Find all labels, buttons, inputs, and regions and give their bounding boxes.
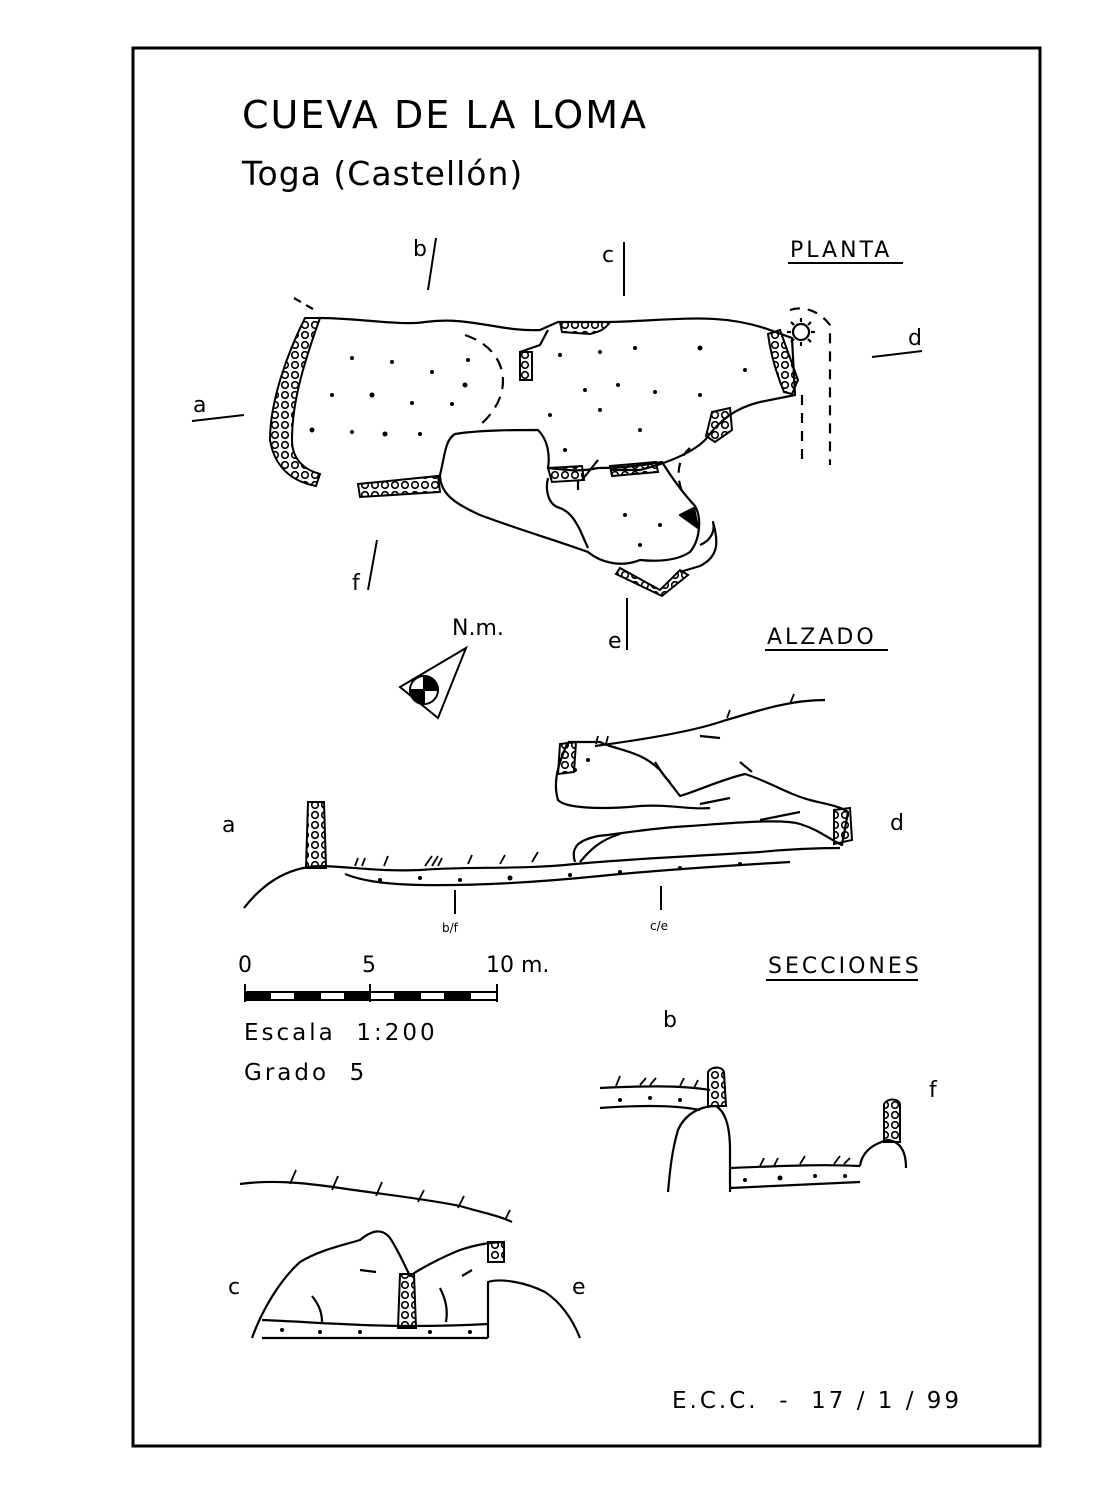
section-bf-floor-lower <box>729 1180 861 1190</box>
elevation-crack-2 <box>739 761 753 773</box>
plan-south-rubble-wall <box>356 474 442 499</box>
plan-mark-c: c <box>602 243 614 268</box>
plan-sinkhole-symbol <box>791 322 811 342</box>
section-ce-crack-3 <box>359 1268 377 1274</box>
plan-heading: PLANTA <box>790 238 892 263</box>
section-mark-f: f <box>929 1078 938 1103</box>
plan-mark-d: d <box>908 326 922 351</box>
elevation-rubble-upper <box>556 740 578 776</box>
elevation-floor-dots <box>378 758 742 882</box>
section-bf-rubble <box>707 1066 901 1143</box>
scale-tick-0: 0 <box>238 953 252 978</box>
elevation-mark-ce: c/e <box>650 919 668 933</box>
section-ce-rock-left <box>250 1230 506 1339</box>
elevation-hill-surface <box>594 698 826 748</box>
section-ce-crack-1 <box>311 1295 324 1323</box>
section-ce-floor <box>261 1318 489 1328</box>
elevation-heading: ALZADO <box>767 625 877 650</box>
elevation-crack-1 <box>654 761 671 783</box>
cut-line-b <box>427 237 437 291</box>
elevation-crack-5 <box>699 734 721 740</box>
section-bf-dots <box>618 1096 847 1182</box>
elevation-ground-surface <box>243 846 841 909</box>
section-mark-b: b <box>663 1008 677 1033</box>
section-bf-upper-ground-lower <box>599 1104 701 1112</box>
north-label: N.m. <box>452 616 504 641</box>
section-ce-crack-4 <box>461 1269 473 1277</box>
plan-mark-e: e <box>608 629 622 654</box>
section-mark-c: c <box>228 1275 240 1300</box>
plan-north-rubble-block <box>558 321 612 336</box>
plan-rubble-walls <box>268 317 800 598</box>
section-ce-rubble <box>396 1241 505 1329</box>
plan-inner-rubble-2 <box>546 464 586 484</box>
cut-line-f <box>367 539 378 591</box>
plan-sinkhole-rays <box>787 318 815 346</box>
north-arrow-icon <box>398 645 469 720</box>
cut-line-a <box>191 414 245 422</box>
plan-passage-marker <box>576 459 599 490</box>
section-ce-dots <box>280 1328 472 1334</box>
cave-location: Toga (Castellón) <box>241 154 523 193</box>
scale-ratio: Escala 1:200 <box>244 1020 438 1046</box>
plan-pillar-rubble <box>519 351 533 381</box>
plan-chamber-notch <box>519 329 549 354</box>
elevation-rock-mass-lower <box>554 741 711 810</box>
section-bf-upper-ground <box>599 1085 711 1092</box>
sections-heading: SECCIONES <box>768 954 922 979</box>
plan-dashed-entrance-east <box>789 307 832 465</box>
plan-dashed-entrance-west <box>293 297 319 313</box>
plan-floor-dots <box>309 345 747 547</box>
plan-east-extension <box>679 520 718 574</box>
plan-east-rubble-wall <box>766 328 800 396</box>
elevation-cave-floor <box>344 860 791 887</box>
elevation-crack-4 <box>759 810 801 822</box>
plan-inner-rubble-4 <box>614 566 690 598</box>
elevation-view <box>243 698 850 909</box>
section-b-f <box>599 1085 908 1193</box>
elevation-crack-3 <box>699 796 731 806</box>
elevation-mark-bf: b/f <box>442 921 459 935</box>
cave-name: CUEVA DE LA LOMA <box>242 93 648 137</box>
section-bf-rock-pillar <box>666 1104 732 1193</box>
plan-dashed-drip-line-1 <box>464 333 505 426</box>
survey-credit: E.C.C. - 17 / 1 / 99 <box>672 1388 962 1414</box>
section-mark-e: e <box>572 1275 586 1300</box>
section-ce-crack-2 <box>439 1287 448 1323</box>
elevation-rubble-column <box>304 801 328 869</box>
plan-mark-f: f <box>352 571 361 596</box>
plan-mark-a: a <box>193 393 206 418</box>
section-ce-vegetation <box>289 1169 511 1221</box>
elevation-rubble <box>304 740 854 869</box>
sheet-frame <box>131 46 1042 1448</box>
plan-inner-passage <box>545 477 590 549</box>
section-ce-surface <box>239 1180 513 1223</box>
scale-bar <box>244 984 498 1002</box>
plan-inner-rubble-3 <box>608 460 660 478</box>
elevation-mark-d: d <box>890 811 904 836</box>
plan-rock-block <box>678 506 700 530</box>
elevation-mark-a: a <box>222 813 235 838</box>
survey-grade: Grado 5 <box>244 1060 367 1086</box>
cut-line-d <box>871 350 923 358</box>
plan-lower-chamber-outline <box>438 428 701 565</box>
section-bf-east-rock <box>858 1138 908 1169</box>
section-ce-rock-right <box>486 1279 582 1339</box>
plan-dashed-drip-line-2 <box>677 447 691 497</box>
plan-inner-rubble-1 <box>704 406 734 444</box>
scale-tick-10: 10 m. <box>486 953 549 978</box>
section-bf-floor <box>729 1164 861 1170</box>
section-bf-vegetation <box>615 1075 851 1167</box>
plan-upper-chamber-outline <box>317 316 797 472</box>
elevation-crack-6 <box>579 832 621 863</box>
plan-section-cuts <box>191 237 923 650</box>
elevation-vegetation <box>354 693 795 867</box>
elevation-rubble-east <box>833 806 854 846</box>
scale-tick-5: 5 <box>362 953 376 978</box>
plan-view <box>293 297 832 574</box>
plan-mark-b: b <box>413 237 427 262</box>
plan-west-rubble-wall <box>268 317 322 488</box>
